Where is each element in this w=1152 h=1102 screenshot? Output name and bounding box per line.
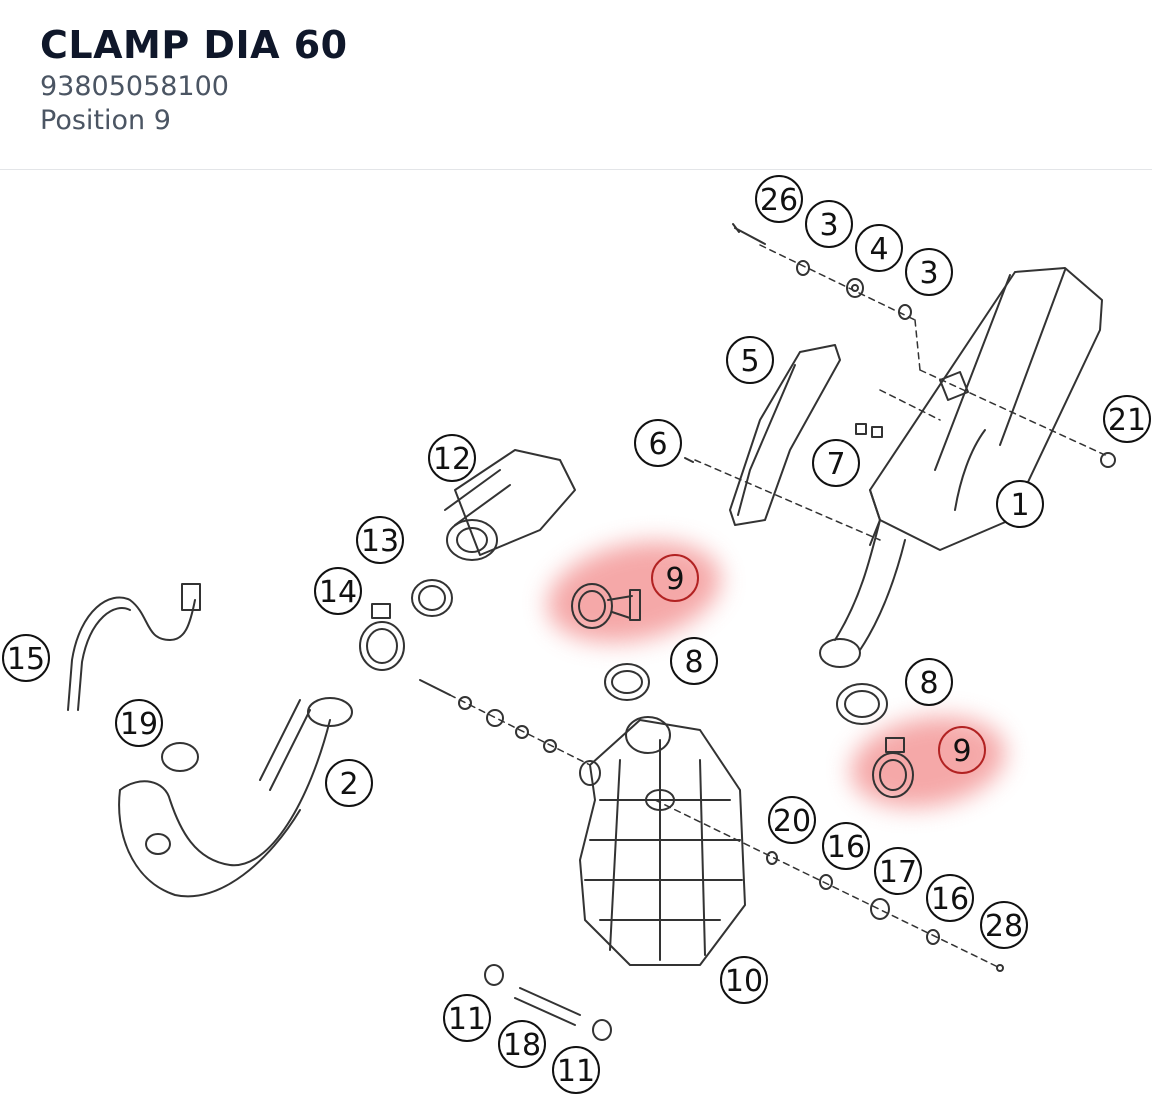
callout-label: 8 [684, 645, 703, 680]
callout-3[interactable]: 3 [805, 200, 853, 248]
callout-9-lower[interactable]: 9 [938, 726, 986, 774]
callout-8-lower[interactable]: 8 [905, 658, 953, 706]
callout-17[interactable]: 17 [874, 847, 922, 895]
callout-label: 16 [827, 830, 865, 865]
callout-label: 2 [339, 767, 358, 802]
gasket-19-illustration [161, 742, 199, 772]
callout-label: 4 [869, 232, 888, 267]
callout-label: 11 [557, 1054, 595, 1089]
callout-16b[interactable]: 16 [926, 874, 974, 922]
bushings-pin-illustration [484, 964, 612, 1041]
header-pipe-illustration [118, 697, 353, 898]
callout-20[interactable]: 20 [768, 796, 816, 844]
callout-11[interactable]: 11 [443, 994, 491, 1042]
catalytic-converter-illustration [444, 449, 576, 561]
callout-12[interactable]: 12 [428, 434, 476, 482]
muffler-illustration [819, 267, 1103, 668]
mounting-hardware-top [732, 223, 1116, 468]
clamp-9-lower-illustration [872, 737, 914, 798]
oxygen-sensor-illustration [67, 583, 201, 711]
mounting-hardware-middle [419, 679, 557, 753]
assembly-lines [429, 244, 1106, 969]
callout-label: 8 [919, 666, 938, 701]
clamp-9-upper-illustration [571, 583, 641, 629]
callout-label: 15 [7, 642, 45, 677]
mounting-hardware-bottom [766, 851, 1004, 972]
callout-label: 12 [433, 442, 471, 477]
callout-label: 26 [760, 183, 798, 218]
callout-26[interactable]: 26 [755, 175, 803, 223]
callout-2[interactable]: 2 [325, 759, 373, 807]
part-header: CLAMP DIA 60 93805058100 Position 9 [0, 0, 1152, 170]
callout-16[interactable]: 16 [822, 822, 870, 870]
callout-label: 3 [819, 208, 838, 243]
callout-label: 6 [648, 427, 667, 462]
callout-label: 5 [740, 344, 759, 379]
highlight-halo-upper [547, 541, 721, 643]
callout-15[interactable]: 15 [2, 634, 50, 682]
callout-5[interactable]: 5 [726, 336, 774, 384]
callout-7[interactable]: 7 [812, 439, 860, 487]
exploded-parts-diagram: 26 3 4 3 5 21 6 7 1 12 13 14 9 8 15 19 2… [0, 171, 1152, 1098]
clamp-14-illustration [359, 603, 405, 671]
callout-8-upper[interactable]: 8 [670, 637, 718, 685]
callout-label: 9 [952, 734, 971, 769]
callout-label: 10 [725, 964, 763, 999]
callout-label: 20 [773, 804, 811, 839]
callout-19[interactable]: 19 [115, 699, 163, 747]
callout-9-upper[interactable]: 9 [651, 554, 699, 602]
callout-label: 17 [879, 855, 917, 890]
callout-4[interactable]: 4 [855, 224, 903, 272]
callout-label: 14 [319, 575, 357, 610]
diagram-svg: 26 3 4 3 5 21 6 7 1 12 13 14 9 8 15 19 2… [2, 175, 1151, 1094]
part-number: 93805058100 [40, 71, 229, 102]
callout-label: 21 [1108, 403, 1146, 438]
gasket-13-illustration [411, 579, 453, 617]
callout-13[interactable]: 13 [356, 516, 404, 564]
callout-18[interactable]: 18 [498, 1020, 546, 1068]
callout-label: 16 [931, 882, 969, 917]
gasket-8-upper-illustration [604, 663, 650, 701]
part-title: CLAMP DIA 60 [40, 23, 348, 67]
callout-label: 7 [826, 447, 845, 482]
callout-label: 28 [985, 909, 1023, 944]
callout-label: 19 [120, 707, 158, 742]
nuts-illustration [855, 423, 883, 438]
part-position: Position 9 [40, 105, 171, 136]
callout-11b[interactable]: 11 [552, 1046, 600, 1094]
callout-1[interactable]: 1 [996, 480, 1044, 528]
heat-shield-illustration [729, 344, 841, 526]
callout-label: 9 [665, 562, 684, 597]
callout-6[interactable]: 6 [634, 419, 682, 467]
silencer-body-illustration [579, 716, 746, 966]
callout-21[interactable]: 21 [1103, 395, 1151, 443]
gasket-8-lower-illustration [836, 683, 888, 725]
callout-3b[interactable]: 3 [905, 248, 953, 296]
callout-14[interactable]: 14 [314, 567, 362, 615]
callout-label: 3 [919, 256, 938, 291]
callout-label: 13 [361, 524, 399, 559]
callout-28[interactable]: 28 [980, 901, 1028, 949]
screw-illustration [684, 457, 694, 463]
callout-label: 1 [1010, 488, 1029, 523]
callout-10[interactable]: 10 [720, 956, 768, 1004]
highlight-halo-lower [850, 716, 1006, 808]
callout-label: 18 [503, 1028, 541, 1063]
callout-label: 11 [448, 1002, 486, 1037]
